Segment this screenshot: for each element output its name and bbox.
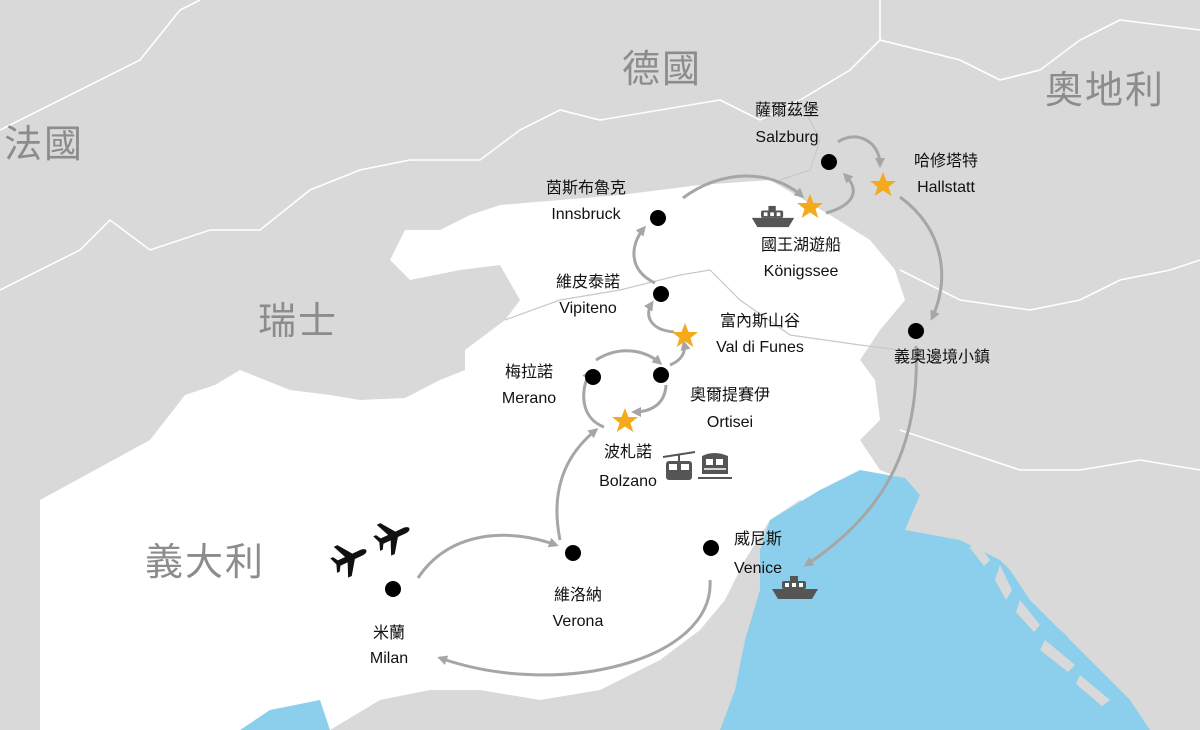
place-label-en: Milan (370, 650, 408, 667)
place-dot-merano (585, 369, 601, 385)
border-line (149, 0, 881, 251)
route-arrow (837, 135, 885, 168)
country-label-austria: 奧地利 (1045, 68, 1165, 112)
route-arrow (669, 340, 691, 367)
place-dot-innsbruck (650, 210, 666, 226)
route-arrow (631, 384, 668, 417)
border-line (899, 429, 1200, 471)
place-star-val-di-funes (672, 323, 698, 347)
place-label-zh: 哈修塔特 (914, 151, 978, 170)
place-label-zh: 奧爾提賽伊 (690, 385, 770, 404)
place-dot-border-town (908, 323, 924, 339)
route-arrow (825, 172, 855, 215)
place-label-zh: 威尼斯 (734, 529, 782, 548)
place-label-zh: 茵斯布魯克 (546, 178, 626, 197)
place-label-en: Hallstatt (917, 179, 975, 196)
route-arrow (899, 195, 944, 321)
country-label-italy: 義大利 (145, 540, 265, 584)
place-label-en: Val di Funes (716, 339, 804, 356)
border-line (0, 0, 201, 131)
place-dot-venice (703, 540, 719, 556)
route-arrow (632, 225, 656, 285)
place-dot-verona (565, 545, 581, 561)
route-arrow (437, 579, 712, 677)
place-label-zh: 米蘭 (373, 623, 405, 642)
place-dot-salzburg (821, 154, 837, 170)
island (970, 540, 990, 566)
place-label-en: Salzburg (755, 129, 818, 146)
train-icon (698, 453, 732, 479)
place-label-zh: 義奧邊境小鎮 (894, 347, 990, 366)
place-label-en: Innsbruck (551, 206, 621, 223)
place-dot-vipiteno (653, 286, 669, 302)
place-dot-ortisei (653, 367, 669, 383)
island (1040, 640, 1075, 672)
place-label-zh: 富內斯山谷 (720, 311, 800, 330)
border-line (0, 218, 151, 291)
place-label-zh: 梅拉諾 (505, 362, 553, 381)
place-label-zh: 維皮泰諾 (556, 272, 620, 291)
italy-land (40, 180, 905, 730)
place-label-zh: 薩爾茲堡 (755, 100, 819, 119)
place-star-konigssee (797, 194, 823, 218)
place-label-en: Verona (553, 613, 604, 630)
route-arrow (682, 174, 805, 200)
place-label-en: Merano (502, 390, 556, 407)
cable-car-icon (662, 451, 696, 480)
country-label-switzerland: 瑞士 (258, 299, 338, 343)
island (1076, 675, 1110, 706)
island (995, 565, 1012, 600)
place-star-hallstatt (870, 172, 896, 196)
place-label-en: Königssee (764, 263, 839, 280)
island (1016, 600, 1040, 632)
place-label-en: Venice (734, 560, 782, 577)
route-arrow (555, 428, 599, 541)
place-label-en: Ortisei (707, 414, 753, 431)
country-label-germany: 德國 (622, 47, 702, 91)
place-label-en: Vipiteno (559, 300, 617, 317)
place-dot-milan (385, 581, 401, 597)
border-line (899, 259, 1200, 311)
place-label-zh: 國王湖遊船 (761, 235, 841, 254)
border-line (779, 99, 821, 181)
place-star-bolzano (612, 408, 638, 432)
place-label-zh: 波札諾 (604, 442, 652, 461)
border-line (879, 19, 1200, 81)
route-arrow (643, 300, 675, 334)
place-label-en: Bolzano (599, 473, 657, 490)
sea (720, 470, 1150, 730)
route-arrow (416, 533, 559, 579)
route-arrow (595, 349, 663, 365)
route-arrow (803, 345, 918, 567)
country-label-france: 法國 (4, 122, 84, 166)
place-label-zh: 維洛納 (554, 585, 602, 604)
sea-southwest (240, 700, 330, 730)
croatia-coast (905, 470, 1200, 730)
border-line (504, 269, 901, 351)
